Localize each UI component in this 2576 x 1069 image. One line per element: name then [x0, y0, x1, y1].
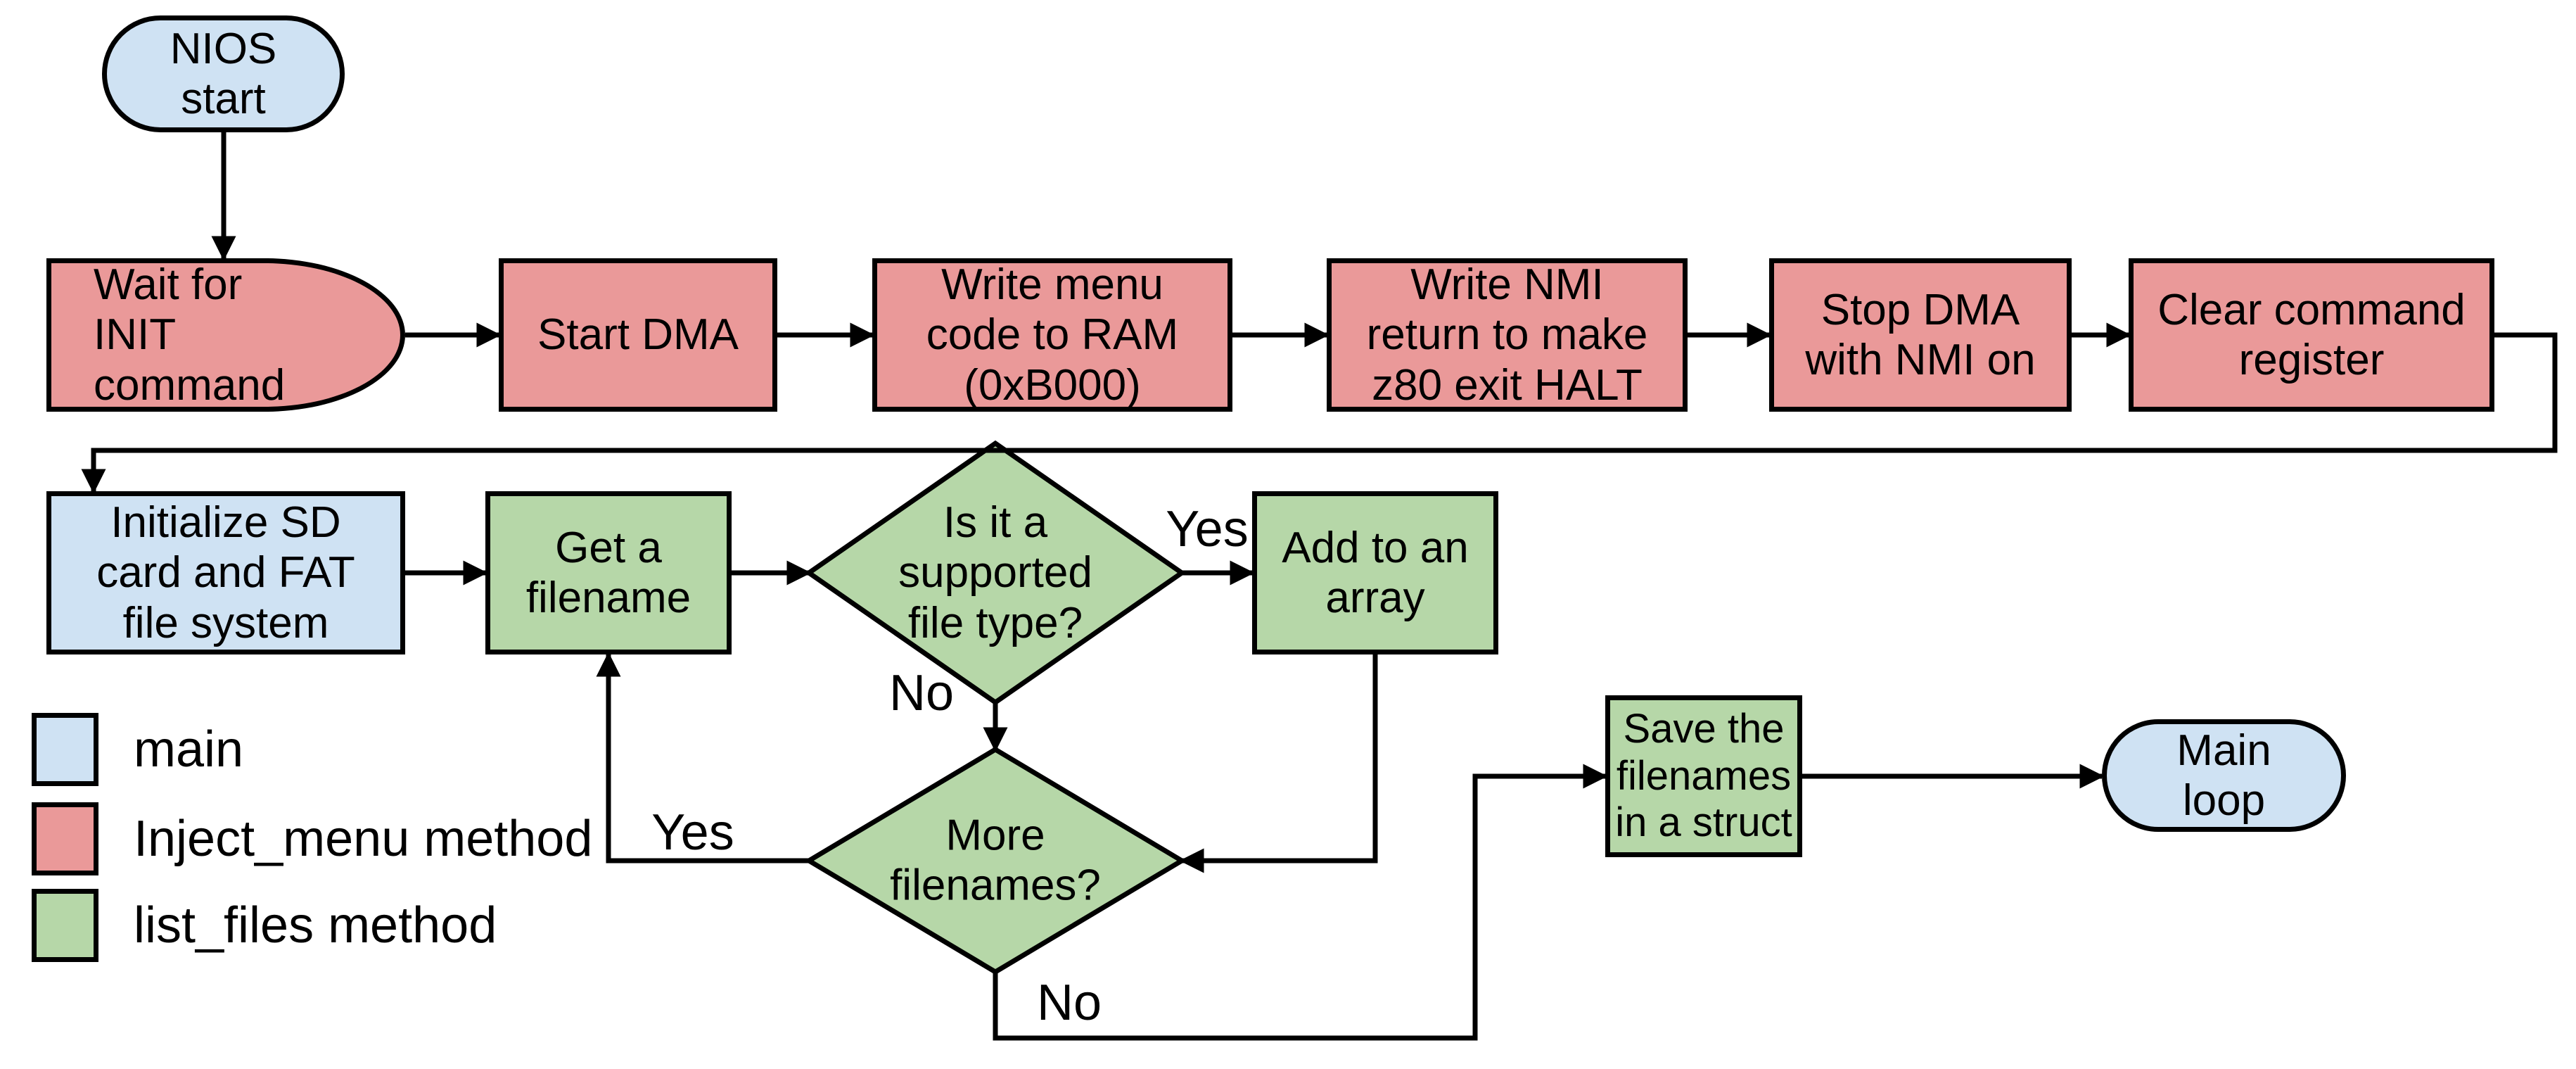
node-save-filenames-struct: Save the filenames in a struct	[1605, 695, 1802, 857]
node-add-to-array: Add to an array	[1252, 491, 1498, 654]
node-initialize-sd-card: Initialize SD card and FAT file system	[46, 491, 405, 654]
node-wait-for-init: Wait for INIT command	[46, 258, 405, 412]
edge-label-supported-no: No	[888, 665, 955, 721]
edge-more-no-to-save-struct	[993, 764, 1608, 1041]
edge-label-more-yes: Yes	[651, 804, 734, 861]
decision-more-filenames-label: More filenames?	[890, 811, 1101, 910]
node-write-nmi-return: Write NMI return to make z80 exit HALT	[1327, 258, 1688, 412]
node-main-loop: Main loop	[2102, 719, 2346, 832]
legend-label-inject-menu: Inject_menu method	[134, 811, 593, 867]
edge-clear-cmd-to-init-sd	[81, 332, 2558, 494]
legend-swatch-list-files	[32, 889, 98, 962]
legend-label-main: main	[134, 721, 244, 778]
edge-label-more-no: No	[1036, 975, 1102, 1031]
node-start-dma: Start DMA	[499, 258, 777, 412]
edge-label-supported-yes: Yes	[1166, 501, 1249, 557]
edge-more-yes-to-get-filename	[596, 652, 809, 864]
node-stop-dma: Stop DMA with NMI on	[1769, 258, 2072, 412]
node-nios-start: NIOS start	[102, 15, 345, 132]
node-write-menu-code: Write menu code to RAM (0xB000)	[872, 258, 1232, 412]
legend-label-list-files: list_files method	[134, 897, 497, 954]
node-get-a-filename: Get a filename	[485, 491, 732, 654]
legend-swatch-main	[32, 713, 98, 786]
legend-swatch-inject-menu	[32, 802, 98, 875]
edge-add-array-to-more-filenames	[1179, 654, 1378, 873]
node-clear-command-register: Clear command register	[2129, 258, 2494, 412]
decision-supported-file-type-label: Is it a supported file type?	[898, 498, 1092, 647]
